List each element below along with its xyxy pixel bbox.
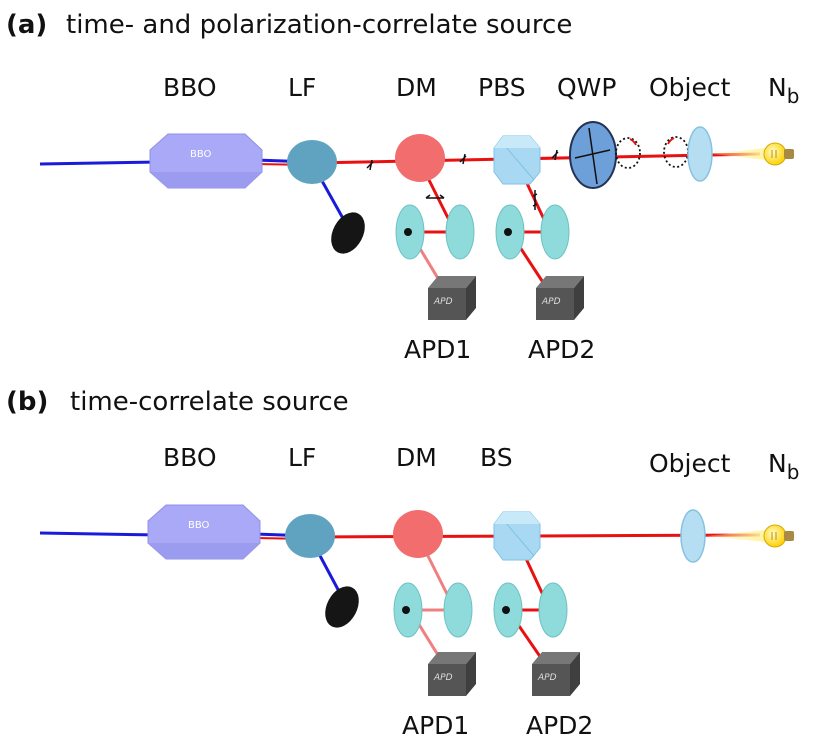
bbo-crystal: BBO [149, 133, 263, 189]
object-slide [687, 126, 713, 182]
noise-light-cone-b [705, 530, 765, 542]
panel-b-title: time-correlate source [70, 387, 349, 417]
beam-dump-b [325, 586, 359, 628]
pump-beam-b [39, 531, 161, 537]
bbo-face-text: BBO [190, 149, 212, 160]
pump-beam [39, 160, 161, 166]
apd2-lenses [495, 204, 570, 260]
panel-a-title: time- and polarization-correlate source [66, 10, 572, 40]
beam-dump [331, 212, 365, 254]
label-lf: LF [288, 73, 316, 102]
panel-a: (a) time- and polarization-correlate sou… [6, 10, 799, 364]
apd1-face-text: APD [433, 297, 453, 307]
label-bbo: BBO [163, 73, 217, 102]
bulb-icon [763, 142, 794, 166]
label-dm: DM [396, 73, 437, 102]
circular-pol-indicator-1 [615, 137, 641, 169]
panel-b: (b) time-correlate source BBO LF DM BS O… [6, 387, 799, 740]
label-noise: Nb [768, 73, 799, 108]
bbo-crystal-b: BBO [147, 504, 261, 560]
pbs-cube [493, 135, 541, 185]
label-noise-main: N [768, 73, 787, 102]
lf-filter [287, 140, 337, 184]
apd1-face-text-b: APD [433, 673, 453, 683]
apd2-detector-b: APD [532, 652, 580, 696]
apd2-face-text-b: APD [537, 673, 557, 683]
label-bbo-b: BBO [163, 443, 217, 472]
apd1-detector: APD [428, 276, 476, 320]
dichroic-mirror [395, 134, 445, 182]
label-apd2: APD2 [528, 335, 595, 364]
label-noise-b: Nb [768, 449, 799, 484]
label-object: Object [649, 73, 731, 102]
label-dm-b: DM [396, 443, 437, 472]
label-apd1: APD1 [404, 335, 471, 364]
label-qwp: QWP [557, 73, 616, 102]
lf-filter-b [285, 514, 335, 558]
apd1-lenses-b [393, 582, 473, 638]
apd1-lenses [395, 204, 475, 260]
noise-light-cone [712, 148, 765, 160]
apd2-lenses-b [493, 582, 568, 638]
label-apd1-b: APD1 [402, 711, 469, 740]
label-apd2-b: APD2 [526, 711, 593, 740]
apd2-face-text: APD [541, 297, 561, 307]
label-object-b: Object [649, 449, 731, 478]
label-noise-sub: b [787, 84, 800, 108]
circular-pol-arrow-1 [629, 138, 637, 146]
apd2-detector: APD [536, 276, 584, 320]
apd1-detector-b: APD [428, 652, 476, 696]
label-bs-b: BS [480, 443, 513, 472]
bs-cube [493, 511, 541, 561]
quarter-wave-plate [569, 121, 617, 189]
label-noise-b-main: N [768, 449, 787, 478]
circular-pol-indicator-2 [663, 136, 689, 168]
bulb-icon-b [763, 524, 794, 548]
object-slide-b [680, 509, 706, 563]
label-noise-b-sub: b [787, 460, 800, 484]
bbo-face-text-b: BBO [188, 520, 210, 531]
circular-pol-arrow-2 [667, 137, 675, 145]
polarization-markers [366, 149, 559, 210]
label-pbs: PBS [478, 73, 526, 102]
panel-a-tag: (a) [6, 10, 47, 40]
dichroic-mirror-b [393, 510, 443, 558]
panel-b-tag: (b) [6, 387, 48, 417]
label-lf-b: LF [288, 443, 316, 472]
